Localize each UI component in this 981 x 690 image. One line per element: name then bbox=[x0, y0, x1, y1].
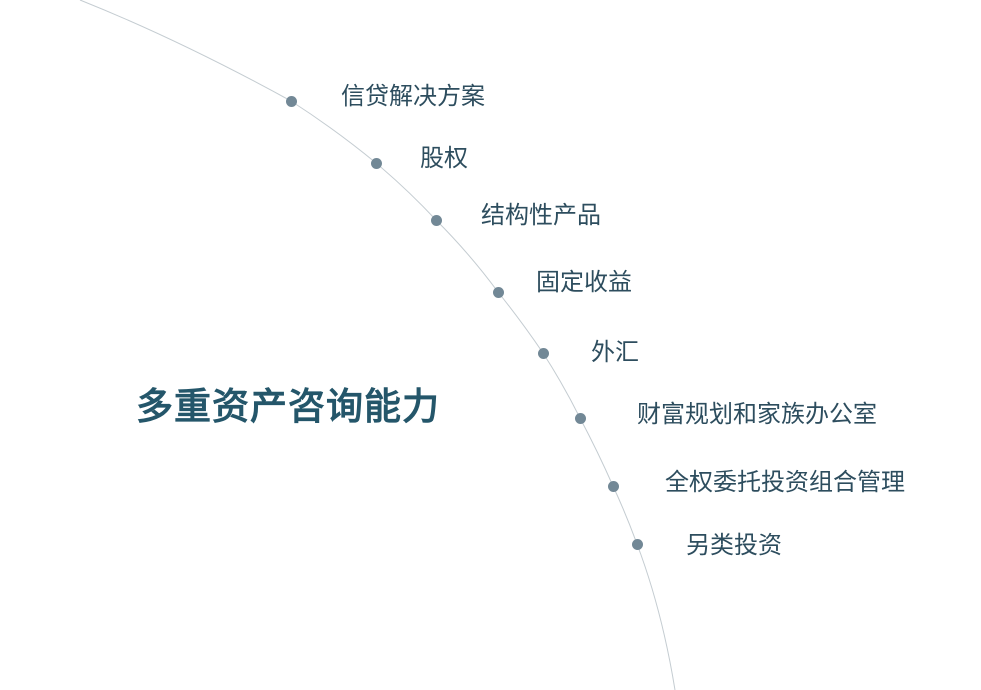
item-alternative-investments: 另类投资 bbox=[686, 531, 782, 559]
item-wealth-planning: 财富规划和家族办公室 bbox=[637, 400, 877, 428]
item-credit-solutions: 信贷解决方案 bbox=[341, 82, 485, 110]
section-title: 多重资产咨询能力 bbox=[136, 385, 440, 428]
item-dot bbox=[607, 480, 619, 492]
item-forex: 外汇 bbox=[591, 338, 639, 366]
item-equity: 股权 bbox=[420, 144, 468, 172]
item-dot bbox=[285, 95, 297, 107]
item-dot bbox=[537, 347, 549, 359]
item-fixed-income: 固定收益 bbox=[536, 268, 632, 296]
item-dot bbox=[631, 538, 643, 550]
item-dot bbox=[574, 412, 586, 424]
item-dot bbox=[430, 214, 442, 226]
item-structured-products: 结构性产品 bbox=[481, 201, 601, 229]
item-dot bbox=[492, 286, 504, 298]
item-discretionary-portfolio: 全权委托投资组合管理 bbox=[665, 468, 905, 496]
item-dot bbox=[370, 157, 382, 169]
